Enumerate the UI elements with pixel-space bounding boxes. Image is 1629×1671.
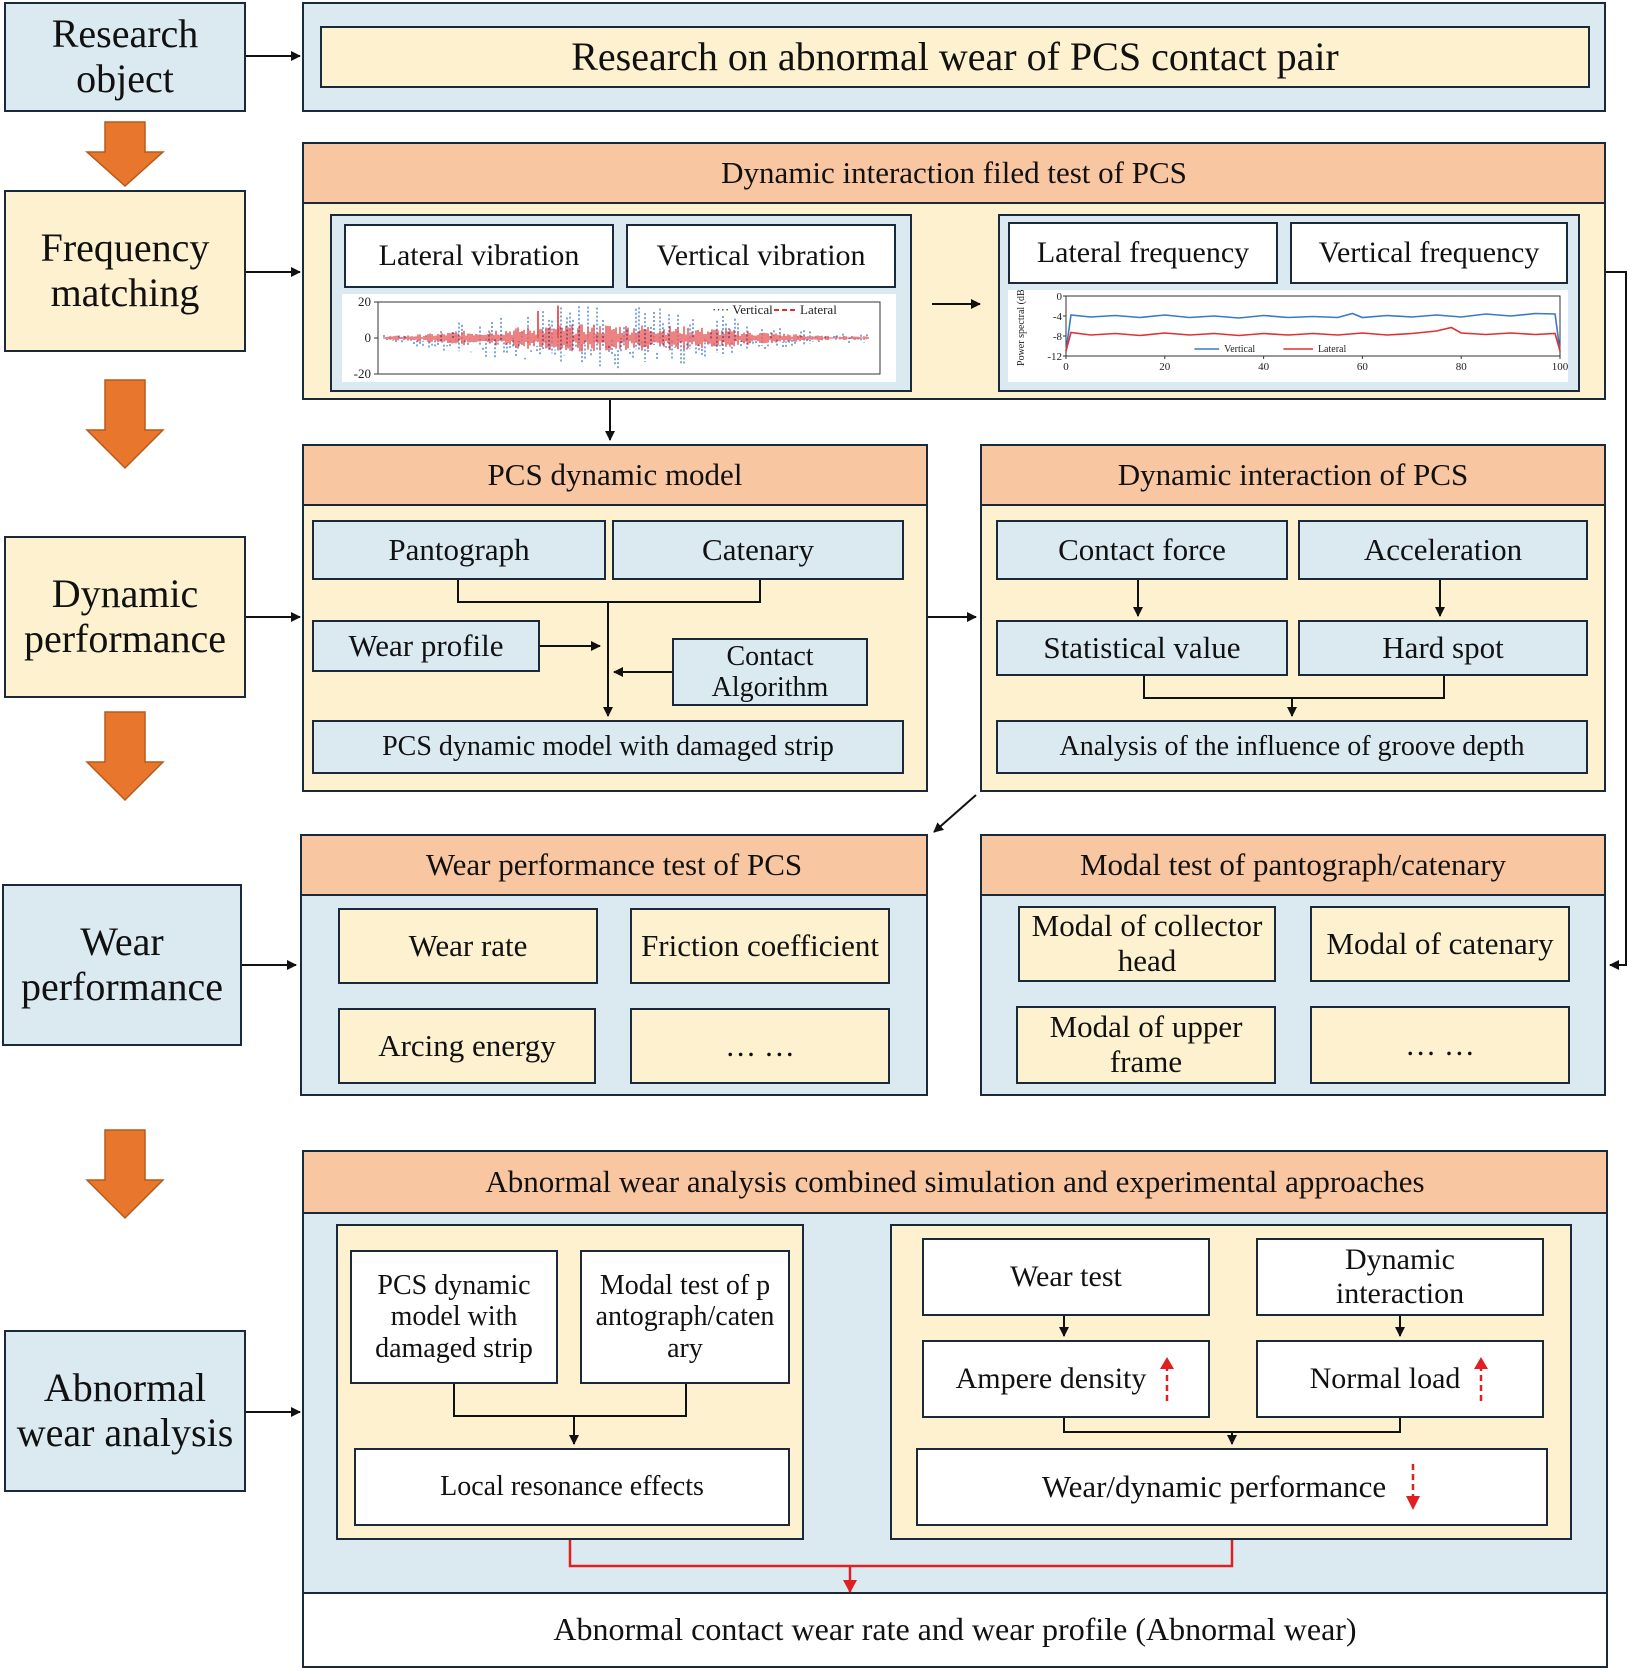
normal-load-box: Normal load	[1256, 1340, 1544, 1418]
flow-arrow-2	[85, 379, 165, 470]
spectrum-x-tick-label: 20	[1159, 361, 1171, 373]
vertical-frequency-box: Vertical frequency	[1290, 222, 1568, 284]
groove-analysis-box: Analysis of the influence of groove dept…	[996, 720, 1588, 774]
abnormal-result-box: Abnormal contact wear rate and wear prof…	[302, 1592, 1608, 1668]
flow-arrow-4	[85, 1129, 165, 1220]
dynamic-interaction-header: Dynamic interaction of PCS	[980, 444, 1606, 506]
vibration-y-tick-label: 0	[365, 330, 372, 345]
wear-ellipsis-box: … …	[630, 1008, 890, 1084]
increase-arrow-icon	[1474, 1357, 1489, 1401]
ampere-density-box: Ampere density	[922, 1340, 1210, 1418]
lateral-spectrum-line	[1065, 326, 1561, 352]
stage-abnormal-wear-analysis: Abnormal wear analysis	[4, 1330, 246, 1492]
lateral-frequency-box: Lateral frequency	[1008, 222, 1278, 284]
acceleration-box: Acceleration	[1298, 520, 1588, 580]
vertical-spectrum-line	[1065, 312, 1561, 352]
flow-arrow-1	[85, 121, 165, 188]
abnormal-header: Abnormal wear analysis combined simulati…	[302, 1150, 1608, 1214]
damaged-model-box: PCS dynamic model with damaged strip	[312, 720, 904, 774]
spectrum-y-tick-label: -8	[1053, 331, 1063, 343]
modal-ellipsis-box: … …	[1310, 1006, 1570, 1084]
spectrum-x-tick-label: 40	[1258, 361, 1270, 373]
stage-frequency-matching: Frequency matching	[4, 190, 246, 352]
wear-test-header: Wear performance test of PCS	[300, 834, 928, 896]
vibration-y-tick-label: 20	[358, 294, 371, 309]
pcs-model-box: PCS dynamic model with damaged strip	[350, 1250, 558, 1384]
spectrum-x-tick-label: 100	[1552, 361, 1568, 373]
decrease-arrow-icon	[1406, 1464, 1421, 1510]
spectrum-legend-vertical: Vertical	[1224, 344, 1255, 355]
research-title: Research on abnormal wear of PCS contact…	[320, 26, 1590, 88]
contact-algorithm-box: Contact Algorithm	[672, 638, 868, 706]
flow-arrow-3	[85, 711, 165, 802]
modal-test-header: Modal test of pantograph/catenary	[980, 834, 1606, 896]
contact-force-box: Contact force	[996, 520, 1288, 580]
vibration-chart: 20 0 -20 ···· Vertical Lateral	[354, 294, 881, 381]
wear-rate-box: Wear rate	[338, 908, 598, 984]
spectrum-plot-frame	[1065, 295, 1561, 357]
ampere-density-label: Ampere density	[955, 1362, 1147, 1396]
spectrum-x-tick-label: 60	[1357, 361, 1369, 373]
wear-dynamic-label: Wear/dynamic performance	[1041, 1468, 1387, 1504]
friction-coefficient-box: Friction coefficient	[630, 908, 890, 984]
arcing-energy-box: Arcing energy	[338, 1008, 596, 1084]
local-resonance-box: Local resonance effects	[354, 1448, 790, 1526]
vibration-y-tick-label: -20	[354, 366, 371, 381]
field-test-header: Dynamic interaction filed test of PCS	[302, 142, 1606, 204]
upper-frame-box: Modal of upper frame	[1016, 1006, 1276, 1084]
collector-head-box: Modal of collector head	[1018, 906, 1276, 982]
spectrum-x-tick-label: 0	[1063, 361, 1069, 373]
wear-test-box: Wear test	[922, 1238, 1210, 1316]
hard-spot-box: Hard spot	[1298, 620, 1588, 676]
spectrum-y-tick-label: -4	[1053, 311, 1063, 323]
pantograph-box: Pantograph	[312, 520, 606, 580]
spectrum-y-tick-label: 0	[1057, 291, 1063, 303]
increase-arrow-icon	[1160, 1357, 1175, 1401]
spectrum-x-tick-label: 80	[1456, 361, 1468, 373]
wear-profile-box: Wear profile	[312, 620, 540, 672]
vibration-legend-vertical: ···· Vertical	[712, 302, 773, 317]
catenary-box: Catenary	[612, 520, 904, 580]
spectrum-y-axis-label: Power spectral (dB)	[1016, 290, 1027, 366]
stage-research-object: Research object	[4, 2, 246, 112]
wear-dynamic-box: Wear/dynamic performance	[916, 1448, 1548, 1526]
stage-dynamic-performance: Dynamic performance	[4, 536, 246, 698]
vertical-vibration-box: Vertical vibration	[626, 224, 896, 288]
spectrum-legend-lateral: Lateral	[1318, 344, 1347, 355]
dynamic-model-header: PCS dynamic model	[302, 444, 928, 506]
modal-catenary-box: Modal of catenary	[1310, 906, 1570, 982]
dynamic-interaction-box: Dynamic interaction	[1256, 1238, 1544, 1316]
normal-load-label: Normal load	[1309, 1362, 1461, 1396]
vibration-plot: 20 0 -20 ···· Vertical Lateral	[342, 294, 896, 382]
statistical-value-box: Statistical value	[996, 620, 1288, 676]
spectrum-y-tick-label: -12	[1047, 351, 1062, 363]
lateral-vibration-box: Lateral vibration	[344, 224, 614, 288]
stage-wear-performance: Wear performance	[2, 884, 242, 1046]
vibration-legend-lateral: Lateral	[800, 302, 837, 317]
modal-pantograph-box: Modal test of pantograph/catenary	[580, 1250, 790, 1384]
